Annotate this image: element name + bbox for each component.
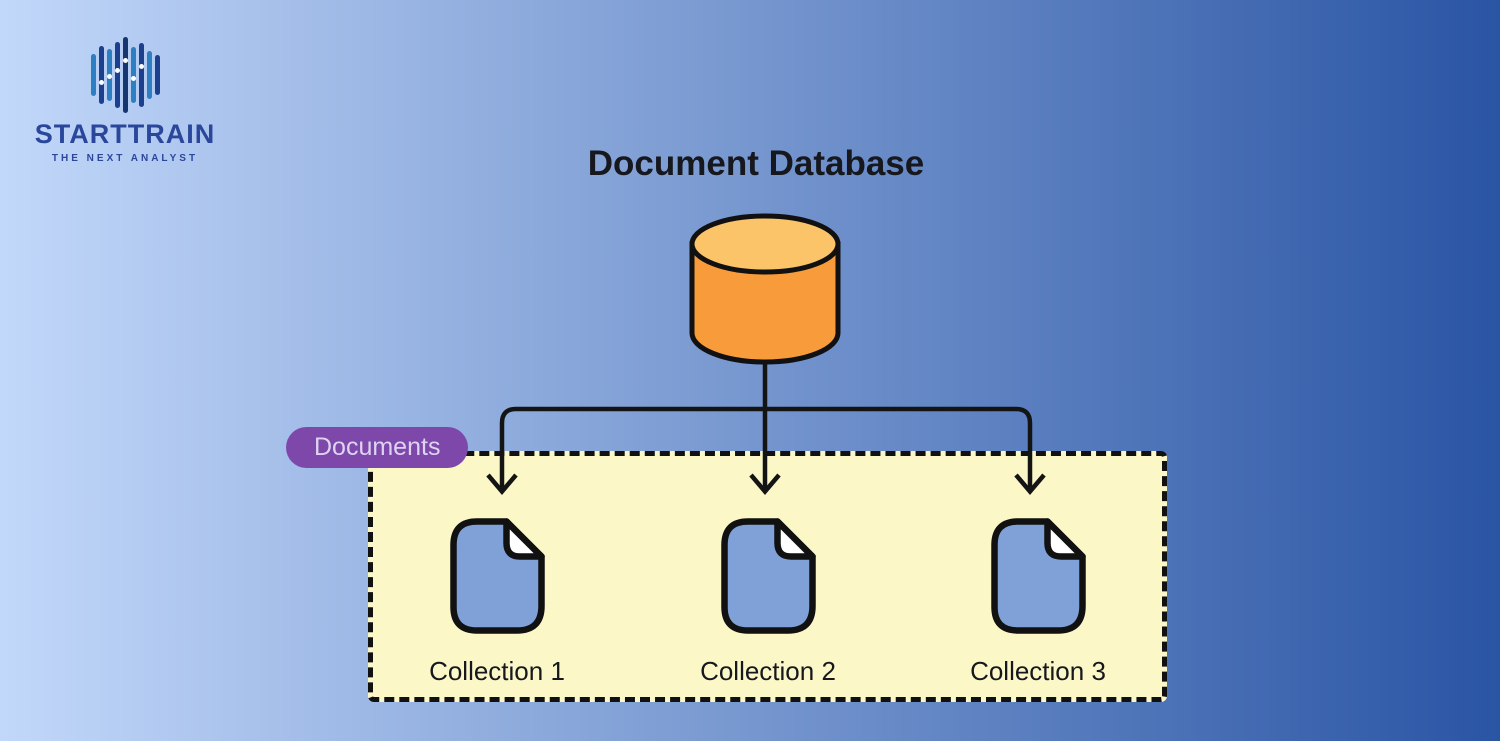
collection-label: Collection 2 — [700, 656, 836, 686]
document-fold-corner — [1044, 518, 1086, 560]
database-cylinder-icon — [689, 213, 841, 365]
logo-tagline-text: THE NEXT ANALYST — [51, 153, 199, 164]
cylinder-top — [689, 213, 841, 275]
logo-waveform-icon — [30, 36, 220, 114]
logo-bar-dot — [114, 68, 120, 74]
document-body — [721, 518, 816, 634]
document-icon — [721, 518, 816, 634]
logo-bar-dot — [130, 76, 136, 82]
document-icon — [450, 518, 545, 634]
logo-bar-dot — [138, 64, 144, 70]
document-fold-corner — [503, 518, 545, 560]
document-icon — [991, 518, 1086, 634]
collection-label: Collection 1 — [429, 656, 565, 686]
logo-bar-dot — [106, 73, 112, 79]
starttrain-logo: STARTTRAIN THE NEXT ANALYST — [30, 36, 220, 164]
logo-brand-text: STARTTRAIN — [34, 119, 216, 149]
logo-bar — [138, 43, 144, 107]
document-fold-corner — [774, 518, 816, 560]
cylinder-body — [689, 241, 841, 365]
logo-bar — [98, 46, 104, 104]
documents-badge: Documents — [286, 427, 469, 468]
document-body — [991, 518, 1086, 634]
logo-bar — [122, 37, 128, 113]
logo-bar — [130, 47, 136, 103]
page-title: Document Database — [587, 144, 925, 183]
logo-bar — [106, 49, 112, 101]
logo-bar — [154, 55, 160, 95]
logo-bar-dot — [122, 58, 128, 64]
logo-bar-dot — [98, 79, 104, 85]
logo-bar — [90, 54, 96, 96]
collection-label: Collection 3 — [970, 656, 1106, 686]
document-body — [450, 518, 545, 634]
logo-bar — [146, 51, 152, 99]
logo-bar — [114, 42, 120, 108]
